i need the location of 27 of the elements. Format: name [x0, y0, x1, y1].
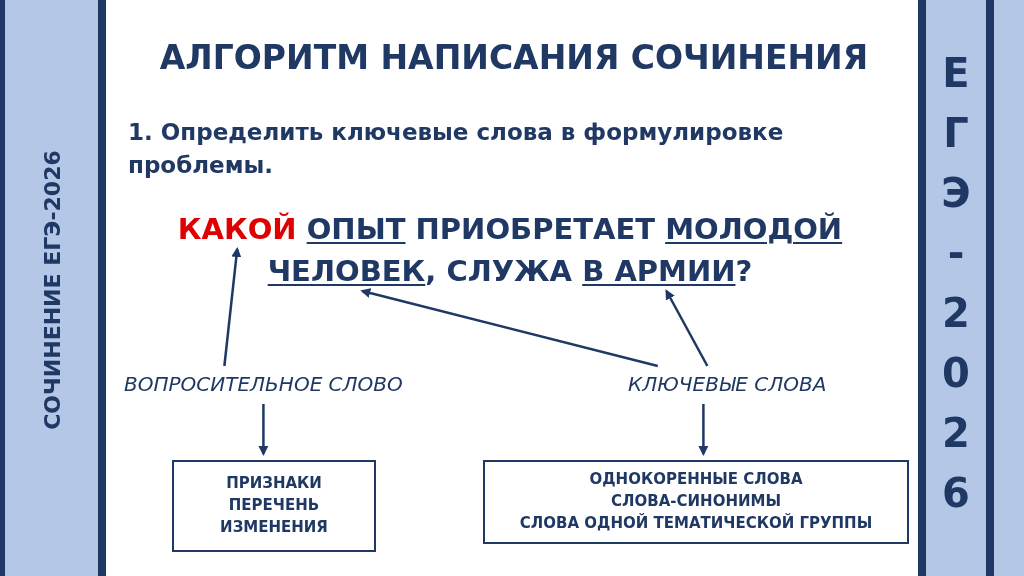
list-item: СЛОВА ОДНОЙ ТЕМАТИЧЕСКОЙ ГРУППЫ [519, 512, 873, 534]
vertical-caption: СОЧИНЕНИЕ ЕГЭ-2026 [39, 150, 65, 430]
arrow [360, 288, 659, 368]
list-item: ПЕРЕЧЕНЬ [228, 495, 320, 517]
arrow [665, 289, 709, 367]
arrow [258, 404, 269, 456]
highlighted-word: В АРМИИ [582, 254, 736, 288]
highlighted-word: ЧЕЛОВЕК [267, 254, 426, 288]
category-label: ВОПРОСИТЕЛЬНОЕ СЛОВО [124, 372, 403, 396]
sentence-word: ? [735, 254, 753, 288]
highlighted-word: КАКОЙ [177, 212, 297, 246]
sentence-word: МОЛОДОЙ [665, 212, 843, 246]
title: АЛГОРИТМ НАПИСАНИЯ СОЧИНЕНИЯ [158, 38, 870, 77]
sentence-word: ОПЫТ [306, 212, 406, 246]
list-item: ОДНОКОРЕННЫЕ СЛОВА [589, 469, 803, 491]
vertical-caption: ЕГЭ-2026 [936, 50, 976, 530]
arrow [223, 247, 242, 367]
arrow [698, 404, 709, 456]
instruction-text: 1. Определить ключевые слова в формулировке проблемы. [128, 118, 785, 181]
list-item: ПРИЗНАКИ [226, 473, 322, 495]
list-item: СЛОВА-СИНОНИМЫ [611, 491, 781, 513]
list-item: ИЗМЕНЕНИЯ [220, 516, 328, 538]
text-box [172, 460, 376, 552]
sentence-word: ПРИОБРЕТАЕТ [415, 212, 656, 246]
sentence-word: , СЛУЖА [425, 254, 573, 288]
text-box [483, 460, 909, 544]
category-label: КЛЮЧЕВЫЕ СЛОВА [628, 372, 827, 396]
